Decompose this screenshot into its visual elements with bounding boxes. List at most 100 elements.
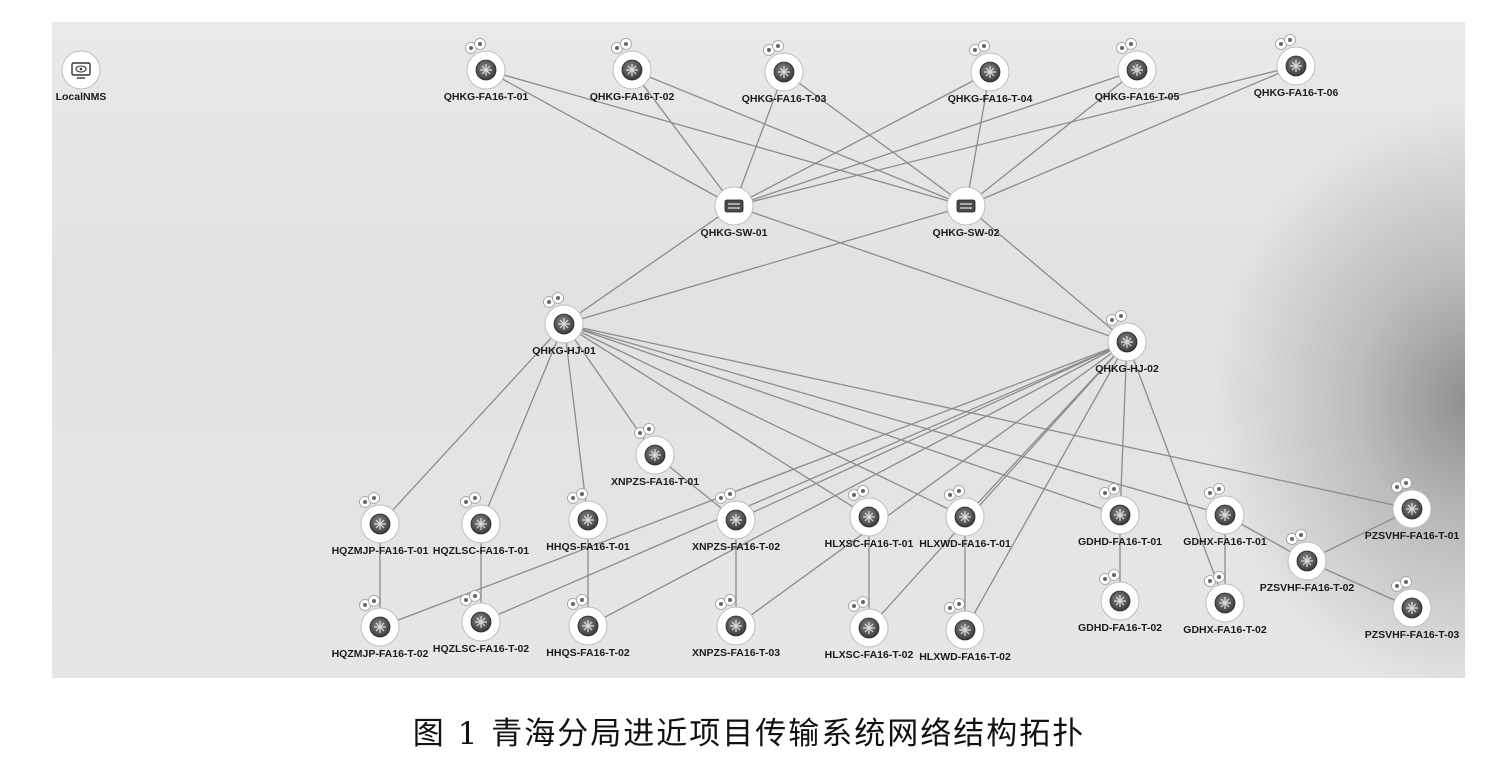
node-xn1[interactable]: XNPZS-FA16-T-01 bbox=[611, 423, 699, 489]
link-t06-sw1 bbox=[733, 65, 1297, 207]
router-icon bbox=[725, 615, 747, 637]
node-t02[interactable]: QHKG-FA16-T-02 bbox=[590, 38, 675, 104]
node-hlx2[interactable]: HLXSC-FA16-T-02 bbox=[825, 596, 914, 662]
node-hhq2[interactable]: HHQS-FA16-T-02 bbox=[546, 594, 630, 660]
status-badge-icons bbox=[1116, 38, 1137, 54]
status-badge-icons bbox=[1099, 569, 1120, 585]
link-t04-sw1 bbox=[733, 71, 991, 207]
status-badge-icons bbox=[1106, 310, 1127, 326]
link-hj2-hlw1 bbox=[964, 341, 1128, 518]
router-icon bbox=[725, 509, 747, 531]
node-pz3[interactable]: PZSVHF-FA16-T-03 bbox=[1365, 576, 1460, 642]
router-icon bbox=[1214, 504, 1236, 526]
status-badge-icons bbox=[611, 38, 632, 54]
link-pz1-pz2 bbox=[1306, 508, 1413, 562]
router-icon bbox=[858, 506, 880, 528]
router-icon bbox=[1296, 550, 1318, 572]
node-hj1[interactable]: QHKG-HJ-01 bbox=[532, 292, 596, 358]
router-icon bbox=[369, 616, 391, 638]
node-label: QHKG-HJ-02 bbox=[1095, 363, 1159, 375]
link-hj2-hlx2 bbox=[868, 341, 1128, 629]
node-label: GDHD-FA16-T-01 bbox=[1078, 536, 1162, 548]
node-label: GDHX-FA16-T-01 bbox=[1183, 536, 1267, 548]
node-pz1[interactable]: PZSVHF-FA16-T-01 bbox=[1365, 477, 1460, 543]
status-badge-icons bbox=[1286, 529, 1307, 545]
node-hhq1[interactable]: HHQS-FA16-T-01 bbox=[546, 488, 630, 554]
status-badge-icons bbox=[763, 40, 784, 56]
node-hqm2[interactable]: HQZMJP-FA16-T-02 bbox=[332, 595, 429, 661]
router-icon bbox=[577, 615, 599, 637]
node-gdd2[interactable]: GDHD-FA16-T-02 bbox=[1078, 569, 1162, 635]
node-label: QHKG-HJ-01 bbox=[532, 345, 596, 357]
node-sw1[interactable]: QHKG-SW-01 bbox=[701, 186, 768, 239]
node-label: HQZMJP-FA16-T-02 bbox=[332, 648, 429, 660]
node-gdx1[interactable]: GDHX-FA16-T-01 bbox=[1183, 483, 1267, 549]
node-gdd1[interactable]: GDHD-FA16-T-01 bbox=[1078, 483, 1162, 549]
node-label: QHKG-FA16-T-01 bbox=[444, 91, 529, 103]
router-icon bbox=[1401, 597, 1423, 619]
node-t06[interactable]: QHKG-FA16-T-06 bbox=[1254, 34, 1339, 100]
link-hj1-hlx1 bbox=[563, 323, 870, 518]
node-t04[interactable]: QHKG-FA16-T-04 bbox=[948, 40, 1033, 106]
node-hj2[interactable]: QHKG-HJ-02 bbox=[1095, 310, 1159, 376]
router-icon bbox=[773, 61, 795, 83]
node-hql2[interactable]: HQZLSC-FA16-T-02 bbox=[433, 590, 529, 656]
node-label: HHQS-FA16-T-02 bbox=[546, 647, 630, 659]
node-label: HHQS-FA16-T-01 bbox=[546, 541, 630, 553]
link-hj1-hqm1 bbox=[379, 323, 565, 525]
node-label: GDHD-FA16-T-02 bbox=[1078, 622, 1162, 634]
router-icon bbox=[1214, 592, 1236, 614]
link-t06-sw2 bbox=[965, 65, 1297, 207]
node-label: XNPZS-FA16-T-03 bbox=[692, 647, 780, 659]
link-hj1-pz1 bbox=[563, 323, 1413, 510]
node-hlx1[interactable]: HLXSC-FA16-T-01 bbox=[825, 485, 914, 551]
node-label: QHKG-SW-02 bbox=[933, 227, 1000, 239]
node-hlw1[interactable]: HLXWD-FA16-T-01 bbox=[919, 485, 1011, 551]
node-gdx2[interactable]: GDHX-FA16-T-02 bbox=[1183, 571, 1267, 637]
node-nms[interactable]: LocalNMS bbox=[56, 50, 107, 103]
node-t05[interactable]: QHKG-FA16-T-05 bbox=[1095, 38, 1180, 104]
link-hj1-hql1 bbox=[480, 323, 565, 525]
link-t02-sw1 bbox=[631, 69, 735, 207]
status-badge-icons bbox=[848, 485, 869, 501]
node-label: XNPZS-FA16-T-02 bbox=[692, 541, 780, 553]
status-badge-icons bbox=[1391, 576, 1412, 592]
status-badge-icons bbox=[460, 590, 481, 606]
node-label: QHKG-SW-01 bbox=[701, 227, 768, 239]
node-label: QHKG-FA16-T-03 bbox=[742, 93, 827, 105]
node-t01[interactable]: QHKG-FA16-T-01 bbox=[444, 38, 529, 104]
node-pz2[interactable]: PZSVHF-FA16-T-02 bbox=[1260, 529, 1355, 595]
node-xn2[interactable]: XNPZS-FA16-T-02 bbox=[692, 488, 780, 554]
node-sw2[interactable]: QHKG-SW-02 bbox=[933, 186, 1000, 239]
router-icon bbox=[954, 506, 976, 528]
link-sw2-hj2 bbox=[965, 205, 1128, 343]
node-t03[interactable]: QHKG-FA16-T-03 bbox=[742, 40, 827, 106]
status-badge-icons bbox=[944, 598, 965, 614]
link-hj1-hhq1 bbox=[563, 323, 589, 521]
link-t02-sw2 bbox=[631, 69, 967, 207]
router-icon bbox=[644, 444, 666, 466]
status-badge-icons bbox=[567, 488, 588, 504]
router-icon bbox=[1109, 504, 1131, 526]
node-label: PZSVHF-FA16-T-02 bbox=[1260, 582, 1355, 594]
node-hql1[interactable]: HQZLSC-FA16-T-01 bbox=[433, 492, 529, 558]
node-hlw2[interactable]: HLXWD-FA16-T-02 bbox=[919, 598, 1011, 664]
node-xn3[interactable]: XNPZS-FA16-T-03 bbox=[692, 594, 780, 660]
status-badge-icons bbox=[944, 485, 965, 501]
node-label: HLXSC-FA16-T-01 bbox=[825, 538, 914, 550]
router-icon bbox=[1109, 590, 1131, 612]
node-hqm1[interactable]: HQZMJP-FA16-T-01 bbox=[332, 492, 429, 558]
router-icon bbox=[979, 61, 1001, 83]
link-hj2-hql2 bbox=[480, 341, 1128, 623]
status-badge-icons bbox=[543, 292, 564, 308]
router-icon bbox=[475, 59, 497, 81]
node-label: HQZLSC-FA16-T-01 bbox=[433, 545, 529, 557]
monitor-icon bbox=[71, 62, 91, 79]
link-t03-sw2 bbox=[783, 71, 967, 207]
status-badge-icons bbox=[567, 594, 588, 610]
status-badge-icons bbox=[359, 492, 380, 508]
link-hj1-hlw1 bbox=[563, 323, 966, 518]
status-badge-icons bbox=[1099, 483, 1120, 499]
